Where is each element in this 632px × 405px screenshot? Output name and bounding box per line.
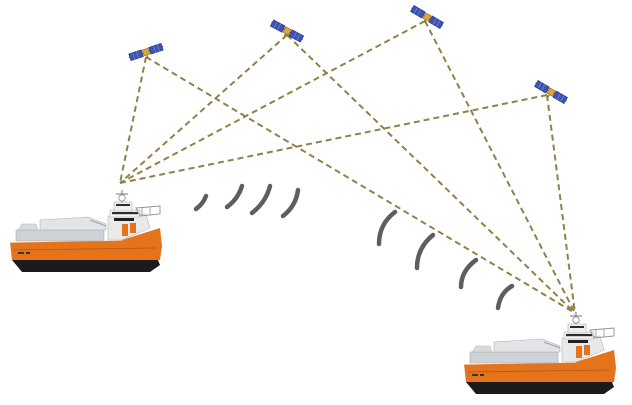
radio-wave-arc <box>458 257 479 290</box>
radio-wave-arc <box>376 209 398 247</box>
satellite-icon <box>531 79 569 107</box>
signal-line-sat3-ship-right <box>424 20 576 314</box>
signal-line-sat2-ship-left <box>119 34 288 184</box>
radio-wave-arc <box>193 193 209 212</box>
radio-waves-lower <box>376 209 515 311</box>
radio-wave-arc <box>495 283 515 311</box>
ship-left-icon <box>9 189 163 273</box>
ship-right-icon <box>463 311 617 395</box>
signal-line-sat4-ship-right <box>546 94 576 314</box>
signal-lines <box>119 20 576 314</box>
signal-line-sat1-ship-right <box>145 56 576 314</box>
radio-wave-arc <box>280 187 301 219</box>
signal-line-sat1-ship-left <box>119 56 147 184</box>
signal-line-sat2-ship-right <box>286 34 576 314</box>
radio-wave-arc <box>414 232 436 271</box>
satellite-icon <box>127 42 166 64</box>
radio-waves-upper <box>193 183 301 219</box>
radio-wave-arc <box>249 183 273 216</box>
satellite-icon <box>267 18 306 46</box>
signal-line-sat4-ship-left <box>119 94 548 184</box>
signal-line-sat3-ship-left <box>119 20 426 184</box>
radio-wave-arc <box>224 183 245 210</box>
